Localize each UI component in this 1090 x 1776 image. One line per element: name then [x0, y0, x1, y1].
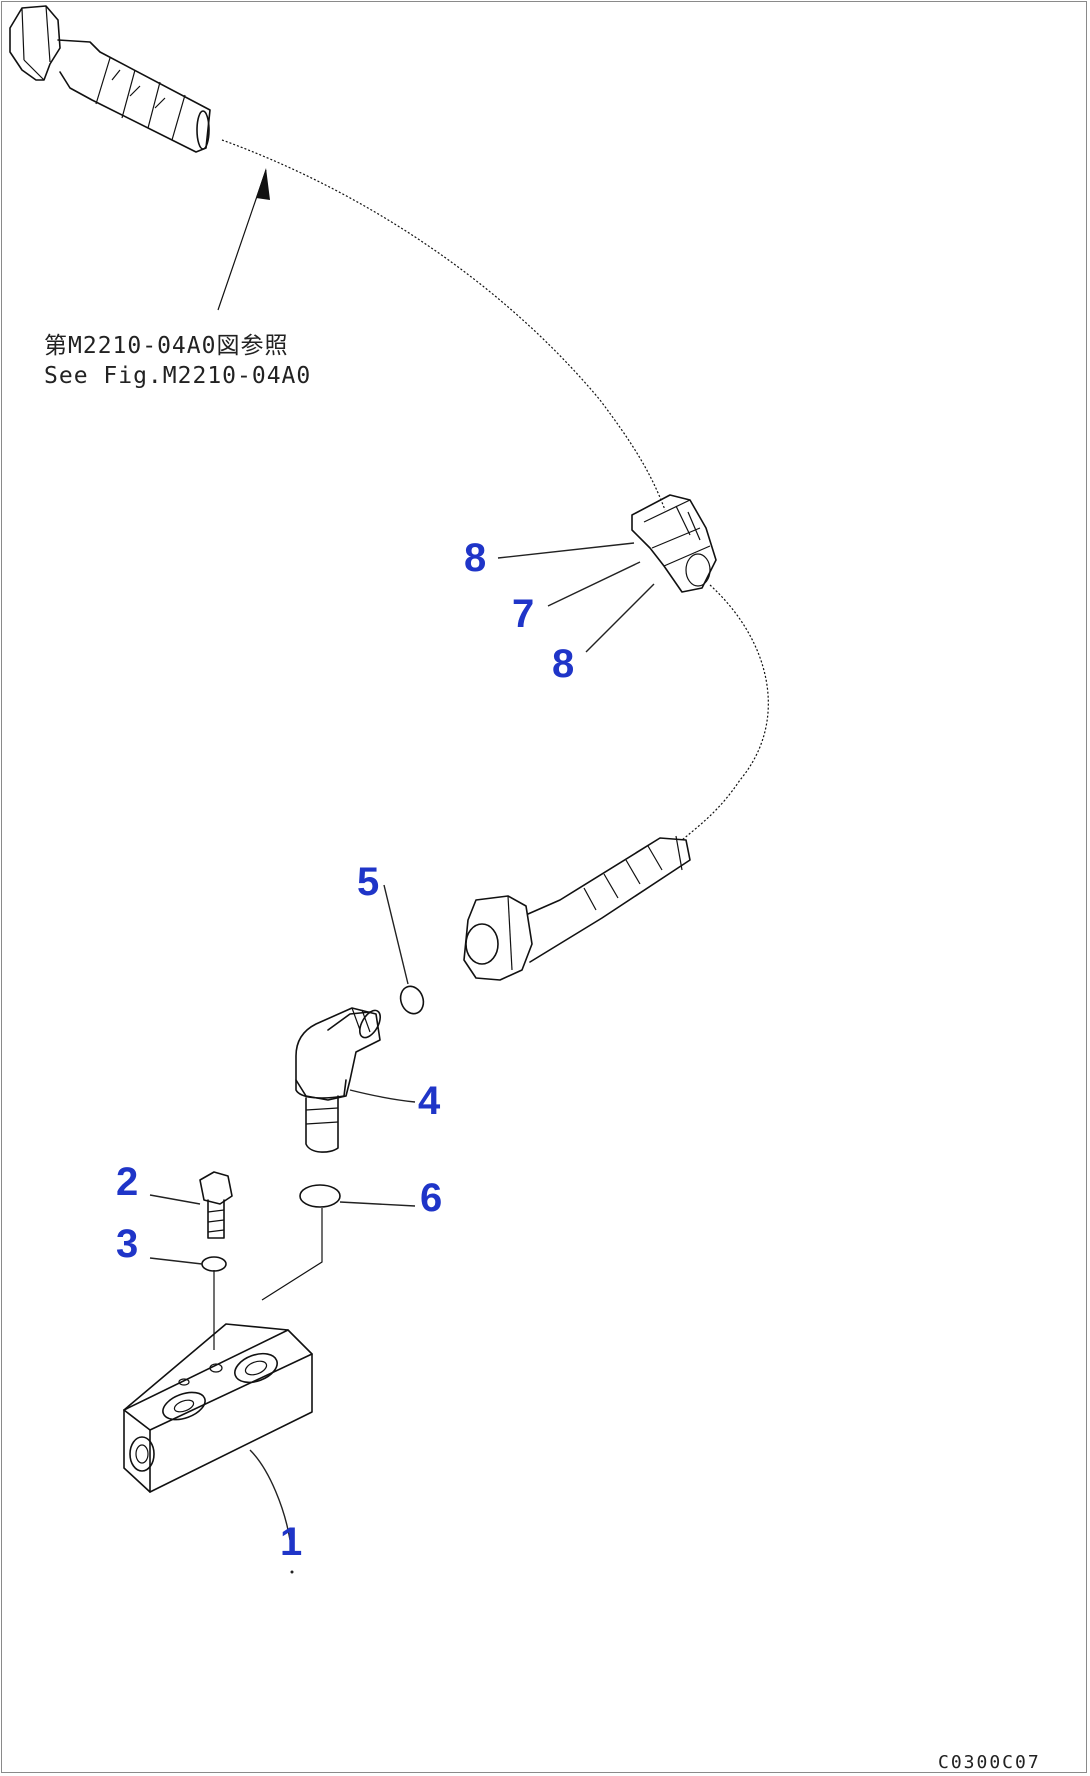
lower-hose-end [463, 835, 691, 981]
washer [201, 1256, 227, 1272]
hose-path-upper [221, 139, 666, 511]
reference-arrow-head [256, 168, 270, 200]
leader-8b [585, 583, 655, 653]
callout-1: 1 [280, 1520, 303, 1564]
leader-1 [249, 1449, 291, 1541]
callout-5: 5 [357, 860, 380, 904]
valve-block [123, 1323, 313, 1493]
hose-clamp [631, 494, 717, 593]
callout-6: 6 [420, 1176, 443, 1220]
callout-8-lower: 8 [552, 642, 575, 686]
leader-6 [339, 1201, 416, 1207]
leader-8a [497, 542, 635, 559]
callout-4: 4 [418, 1079, 441, 1123]
hose-path-lower [681, 584, 769, 841]
o-ring-large [299, 1184, 341, 1208]
callout-7: 7 [512, 592, 535, 636]
upper-hose-end [9, 5, 211, 153]
elbow-fitting [295, 1007, 382, 1153]
callout-8-upper: 8 [464, 536, 487, 580]
o-ring-guide-line [261, 1208, 323, 1301]
drawing-code: C0300C07 [938, 1752, 1041, 1773]
leader-3 [149, 1257, 203, 1265]
leader-2 [149, 1194, 201, 1205]
leader-7 [547, 561, 641, 607]
reference-note: 第M2210-04A0図参照 See Fig.M2210-04A0 [44, 332, 311, 392]
callout-2: 2 [116, 1160, 139, 1204]
leader-4 [349, 1089, 416, 1103]
bolt [199, 1171, 233, 1239]
reference-note-en: See Fig.M2210-04A0 [44, 362, 312, 389]
reference-note-jp: 第M2210-04A0図参照 [44, 333, 289, 359]
o-ring-small [399, 985, 425, 1015]
leader-5 [383, 884, 409, 985]
callout-3: 3 [116, 1222, 139, 1266]
